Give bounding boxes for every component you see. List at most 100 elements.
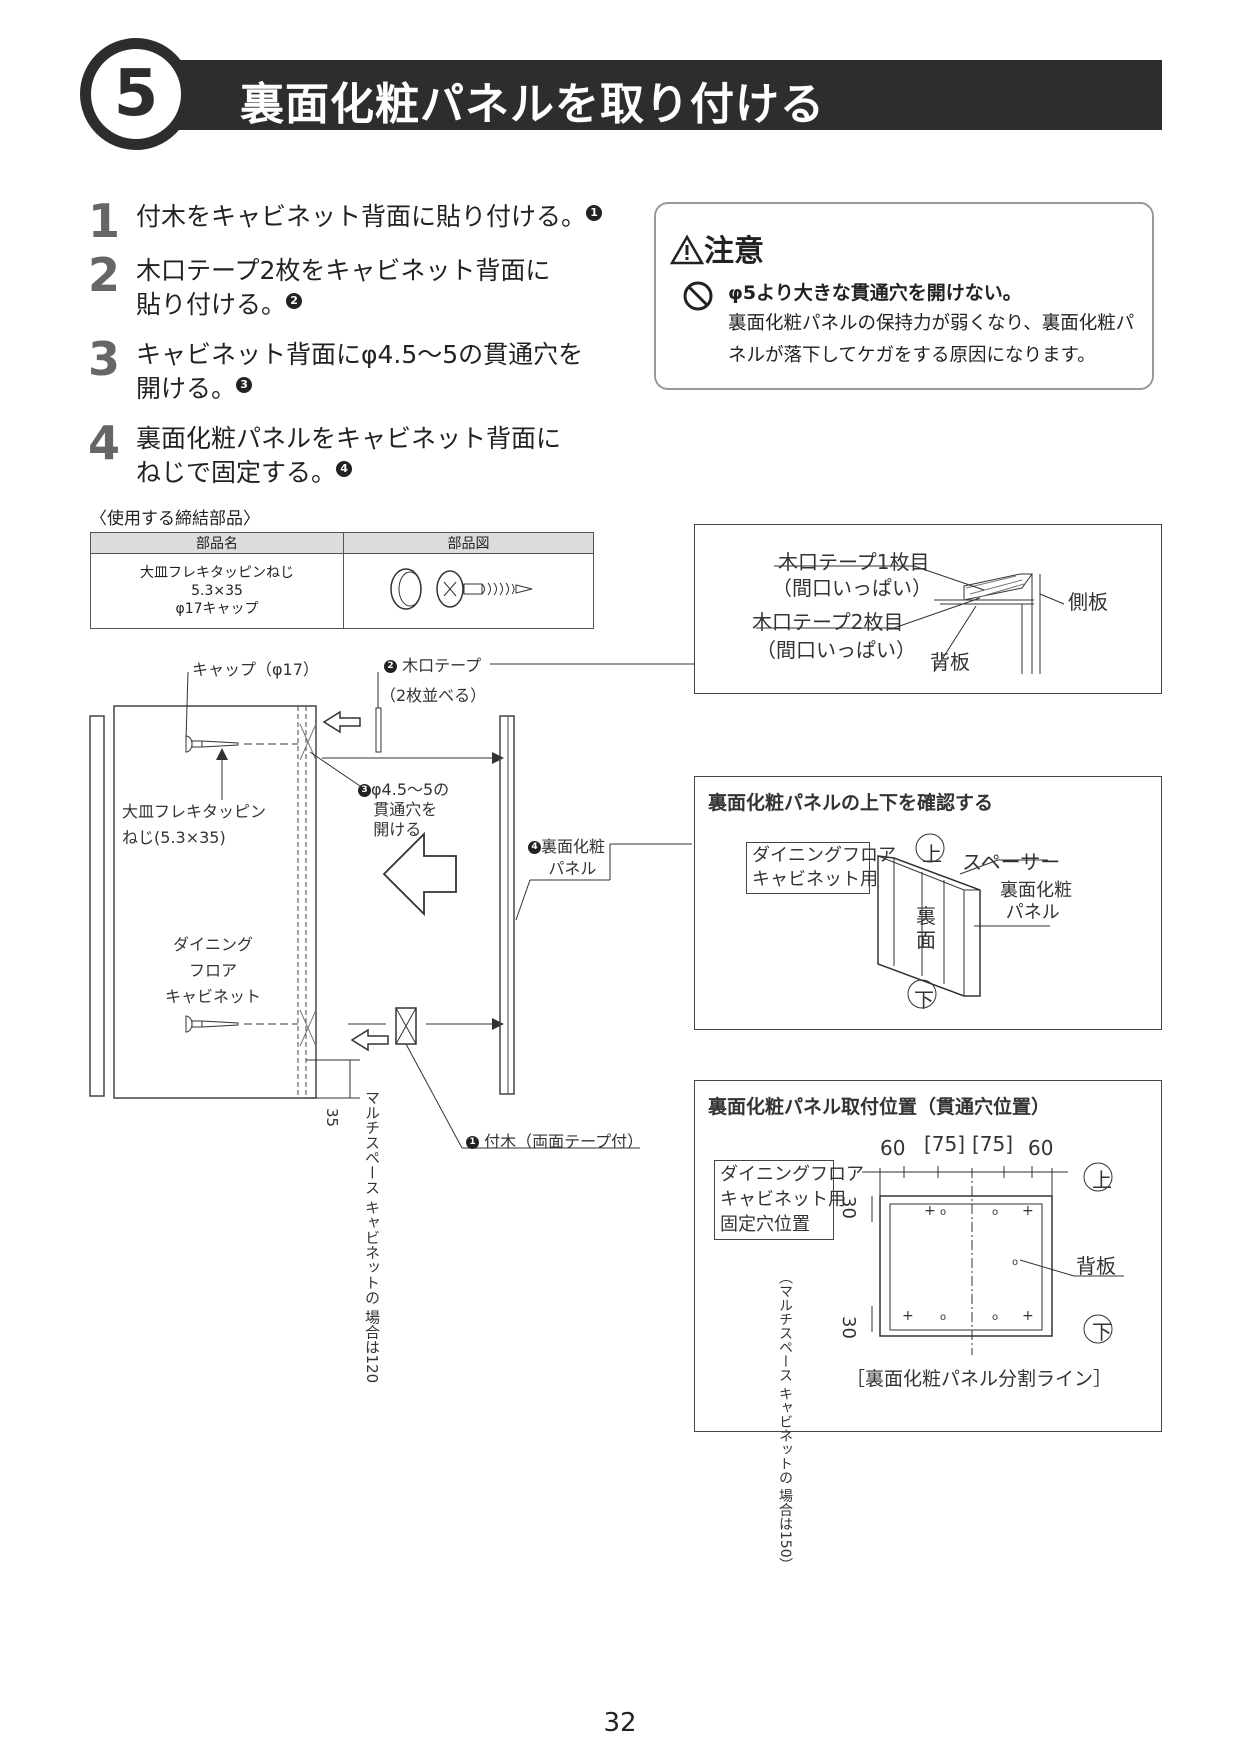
page-title: 裏面化粧パネルを取り付ける	[240, 79, 825, 130]
multi-space-note: マルチスペース キャビネットの 場合は120	[363, 1090, 381, 1384]
orientation-tag-2: キャビネット用	[752, 869, 878, 890]
position-tag-2: キャビネット用	[720, 1189, 846, 1210]
step-4-text: 裏面化粧パネルをキャビネット背面に	[136, 424, 562, 453]
parts-header-figure: 部品図	[343, 532, 594, 554]
svg-text:o: o	[940, 1312, 946, 1323]
step-2-number: 2	[88, 248, 121, 302]
dim-30-top: 30	[838, 1196, 859, 1219]
position-top-mark: 上	[1092, 1168, 1112, 1192]
back-side-1: 裏	[916, 904, 936, 928]
ref-number-4: 4	[528, 841, 541, 854]
cap-label: キャップ（φ17）	[192, 660, 319, 679]
step-2-text-2: 貼り付ける。	[136, 290, 287, 319]
position-tag: ダイニングフロアキャビネット用固定穴位置	[720, 1162, 864, 1237]
parts-name-2: 5.3×35	[191, 583, 243, 599]
parts-table: 部品名 部品図 大皿フレキタッピンねじ 5.3×35 φ17キャップ	[90, 532, 594, 629]
ref-number-3: 3	[236, 376, 253, 393]
tape-detail-box	[694, 524, 1162, 694]
position-title: 裏面化粧パネル取付位置（貫通穴位置）	[708, 1096, 1051, 1118]
dim-35-label: 35	[323, 1108, 341, 1128]
page-number: 32	[603, 1708, 637, 1738]
orientation-tag-box	[746, 842, 870, 894]
step-number-badge: 5	[80, 38, 192, 150]
tape-label: 2 木口テープ	[384, 652, 481, 676]
caution-title-text: 注意	[704, 234, 764, 269]
svg-text:o: o	[992, 1207, 998, 1218]
wood-text: 付木（両面テープ付）	[484, 1132, 644, 1151]
orientation-box	[694, 776, 1162, 1030]
ref-number-1: 1	[466, 1136, 479, 1149]
panel-text-2: パネル	[548, 859, 597, 878]
screw-label-2: ねじ(5.3×35)	[122, 828, 226, 847]
spacer-label: スペーサー	[962, 850, 1061, 874]
back-side-label: 裏面	[916, 904, 936, 952]
position-back-label: 背板	[1076, 1254, 1116, 1278]
cabinet-side-panel	[89, 715, 105, 1097]
step-4-number: 4	[88, 416, 121, 470]
screw-label-1: 大皿フレキタッピン	[122, 802, 267, 821]
tape1-label: 木口テープ1枚目	[778, 550, 930, 574]
tape-note-label: （2枚並べる）	[380, 686, 487, 705]
svg-text:+: +	[1022, 1308, 1034, 1324]
orientation-top-mark: 上	[922, 842, 942, 866]
dim-60-left: 60	[880, 1136, 906, 1160]
parts-figure-cell	[343, 553, 594, 629]
tape2-label: 木口テープ2枚目	[752, 610, 904, 634]
cabinet-text-2: フロア	[188, 961, 237, 980]
orientation-panel-2: パネル	[1005, 902, 1060, 923]
svg-text:o: o	[1012, 1257, 1018, 1268]
parts-name-cell: 大皿フレキタッピンねじ 5.3×35 φ17キャップ	[90, 553, 344, 629]
cabinet-text-1: ダイニング	[172, 935, 253, 954]
orientation-title: 裏面化粧パネルの上下を確認する	[708, 792, 994, 814]
parts-name-1: 大皿フレキタッピンねじ	[140, 565, 294, 581]
tape-text: 木口テープ	[402, 656, 482, 675]
position-tag-3: 固定穴位置	[720, 1214, 810, 1235]
orientation-panel-1: 裏面化粧	[1000, 880, 1072, 901]
position-bottom-mark: 下	[1092, 1320, 1112, 1344]
step-3-text: キャビネット背面にφ4.5〜5の貫通穴を	[136, 340, 584, 369]
svg-text:+: +	[1022, 1203, 1034, 1219]
ref-number-2: 2	[384, 660, 397, 673]
step-3-number: 3	[88, 332, 121, 386]
screw-top	[185, 735, 298, 753]
table-row: 大皿フレキタッピンねじ 5.3×35 φ17キャップ	[90, 553, 594, 629]
position-figure: +o o+ +o o+ o	[862, 1162, 1124, 1355]
multi-space-150-note: （マルチスペース キャビネットの 場合は150）	[777, 1270, 793, 1572]
parts-caption: 〈使用する締結部品〉	[90, 509, 260, 529]
tape1-sub-label: （間口いっぱい）	[772, 576, 932, 600]
step-1-text: 付木をキャビネット背面に貼り付ける。	[136, 202, 587, 231]
orientation-figure	[877, 833, 1050, 1009]
caution-body-text: 裏面化粧パネルの保持力が弱くなり、裏面化粧パネルが落下してケガをする原因になりま…	[728, 313, 1135, 366]
header-bar	[150, 60, 1162, 130]
orientation-panel-label: 裏面化粧 パネル	[1000, 880, 1072, 924]
wood-label: 1 付木（両面テープ付）	[466, 1128, 643, 1152]
position-tag-1: ダイニングフロア	[720, 1164, 864, 1185]
step-1-number: 1	[88, 194, 121, 248]
tape-detail-figure	[756, 565, 1065, 674]
hole-text-1: φ4.5〜5の	[371, 780, 450, 799]
svg-text:+: +	[924, 1203, 936, 1219]
ref-number-2: 2	[286, 292, 303, 309]
dim-75-left: [75]	[924, 1132, 966, 1156]
caution-box	[654, 202, 1154, 390]
step-number: 5	[113, 57, 159, 131]
hole-text-3: 開ける	[373, 820, 422, 839]
dim-75-right: [75]	[972, 1132, 1014, 1156]
svg-text:o: o	[940, 1207, 946, 1218]
tape2-sub-label: （間口いっぱい）	[756, 638, 916, 662]
step-2-text: 木口テープ2枚をキャビネット背面に	[136, 256, 551, 285]
back-panel-label: 背板	[930, 650, 970, 674]
caution-title: 注意	[669, 226, 764, 270]
ref-number-4: 4	[336, 460, 353, 477]
ref-number-3: 3	[358, 784, 371, 797]
split-line-label: ［裏面化粧パネル分割ライン］	[846, 1368, 1113, 1390]
hole-text-2: 貫通穴を	[373, 800, 438, 819]
svg-text:o: o	[992, 1312, 998, 1323]
caution-main-text: φ5より大きな貫通穴を開けない。	[728, 282, 1022, 304]
orientation-tag: ダイニングフロアキャビネット用	[752, 844, 896, 892]
side-panel-label: 側板	[1068, 590, 1108, 614]
orientation-bottom-mark: 下	[914, 988, 934, 1012]
